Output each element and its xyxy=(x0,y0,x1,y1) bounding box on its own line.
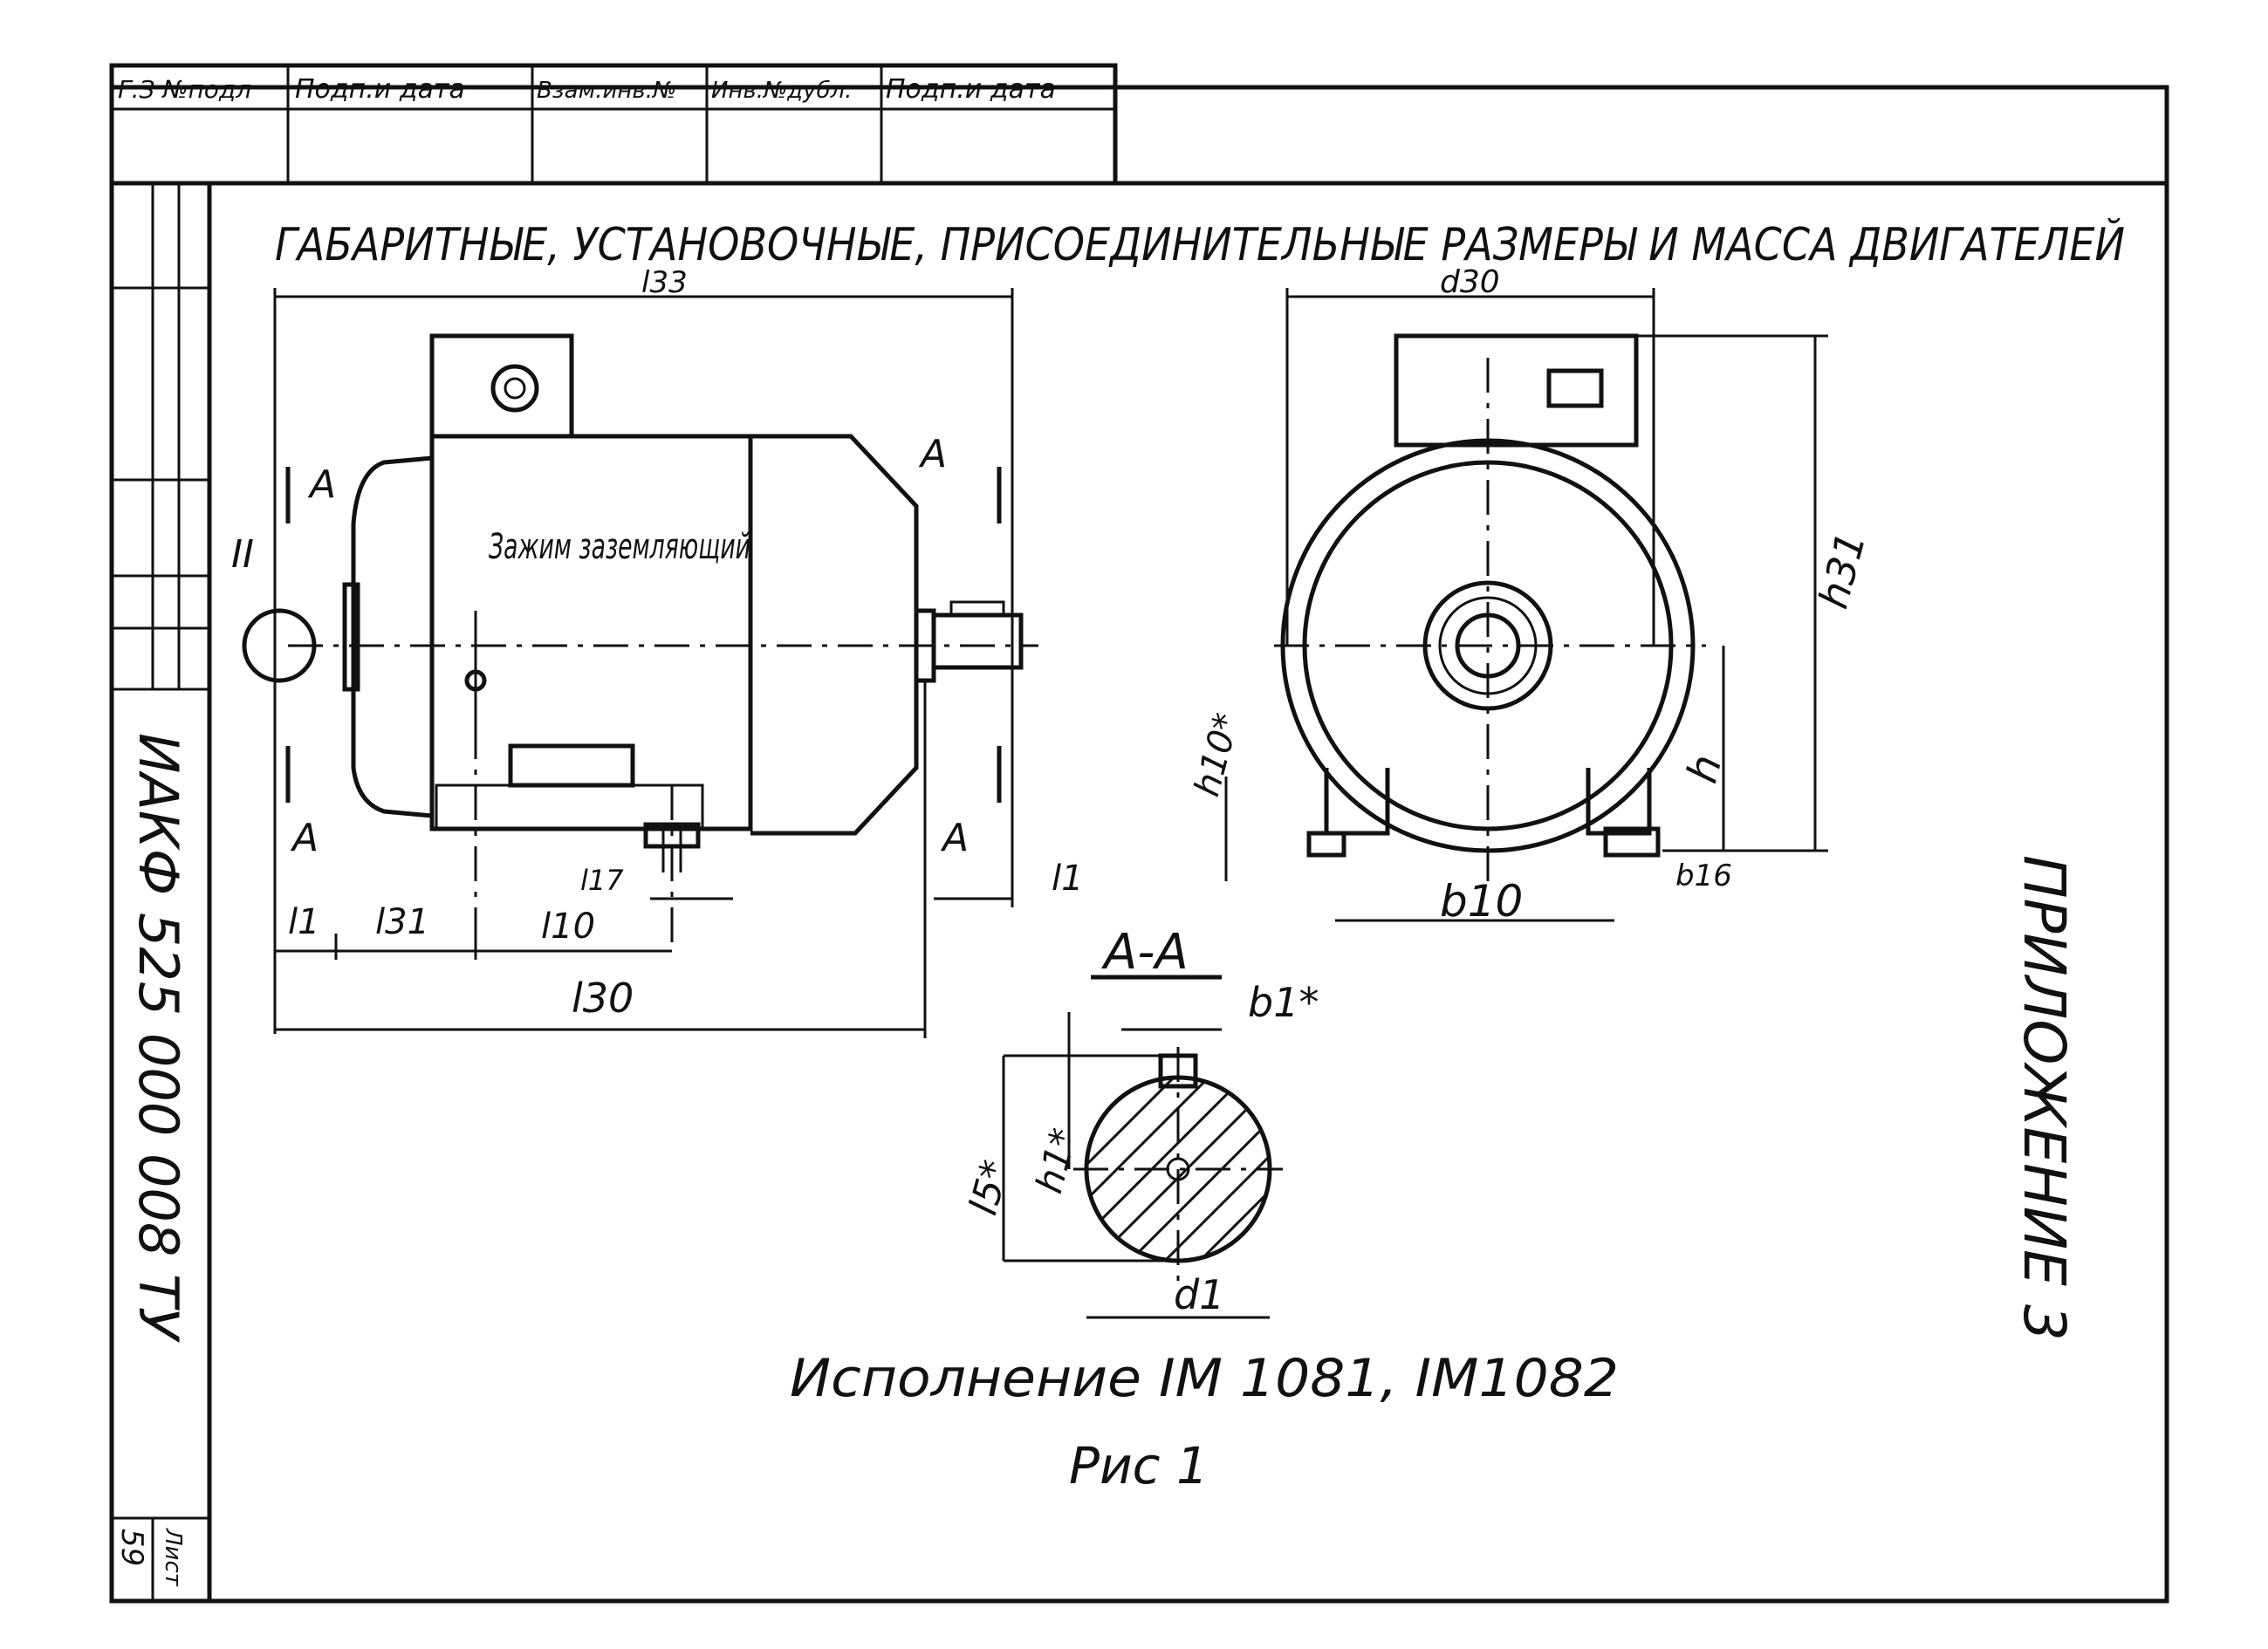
appendix-label: ПРИЛОЖЕНИЕ 3 xyxy=(2011,855,2078,1341)
dim-l1-left: l1 xyxy=(288,902,320,942)
dim-l33: l33 xyxy=(641,265,688,300)
stamp-cell-3: Взам.инв.№ xyxy=(537,78,676,104)
stamp-cell-2: Подп.и дата xyxy=(295,74,465,105)
stamp-cell-5: Подп.и дата xyxy=(886,74,1056,105)
header-title: ГАБАРИТНЫЕ, УСТАНОВОЧНЫЕ, ПРИСОЕДИНИТЕЛЬ… xyxy=(275,218,2125,271)
stamp-cell-1: Г.З №подл xyxy=(118,75,251,104)
svg-text:Лист: Лист xyxy=(160,1528,186,1587)
motor-front-view xyxy=(1274,333,1706,881)
figure-caption: Рис 1 xyxy=(1069,1436,1209,1495)
dim-l17: l17 xyxy=(580,864,624,897)
dim-b1: b1* xyxy=(1248,979,1319,1026)
svg-text:59: 59 xyxy=(114,1529,149,1566)
dim-h31: h31 xyxy=(1809,527,1874,613)
dim-l1-right: l1 xyxy=(1052,859,1084,899)
dim-d30: d30 xyxy=(1440,264,1500,300)
sheet-number-box: Лист 59 xyxy=(110,1516,211,1603)
side-view-dimensions: l33 l1 l31 l10 l17 l30 l1 A A A A II Заж… xyxy=(231,265,1084,1038)
section-a-a: А-А b1* h1* l5* d1 xyxy=(961,924,1319,1319)
section-mark-a1: A xyxy=(307,462,336,507)
view-mark-ii: II xyxy=(231,532,254,577)
dim-b16: b16 xyxy=(1675,859,1732,893)
dim-l30: l30 xyxy=(572,975,634,1022)
section-mark-a4: A xyxy=(940,816,969,860)
section-mark-a3: A xyxy=(918,432,947,476)
doc-number: ИАКФ 525 000 008 ТУ xyxy=(127,733,190,1344)
section-mark-a2: A xyxy=(290,816,319,860)
side-stamp-strip xyxy=(112,183,209,691)
dim-d1: d1 xyxy=(1174,1271,1224,1318)
section-title: А-А xyxy=(1101,924,1189,981)
stamp-block: Г.З №подл Подп.и дата Взам.инв.№ Инв.№ду… xyxy=(109,63,1118,186)
dim-l5: l5* xyxy=(961,1156,1018,1220)
variant-caption: Исполнение IM 1081, IM1082 xyxy=(790,1348,1619,1409)
dim-l10: l10 xyxy=(541,907,595,947)
dim-l31: l31 xyxy=(375,902,429,942)
stamp-cell-4: Инв.№дубл. xyxy=(711,78,852,104)
dim-h1: h1* xyxy=(1027,1124,1086,1197)
motor-side-view xyxy=(242,333,1038,951)
ground-clamp-label: Зажим заземляющий xyxy=(489,527,750,567)
dim-h10: h10* xyxy=(1187,709,1247,801)
dim-b10: b10 xyxy=(1440,876,1523,927)
sheet-frame xyxy=(109,85,2169,1604)
